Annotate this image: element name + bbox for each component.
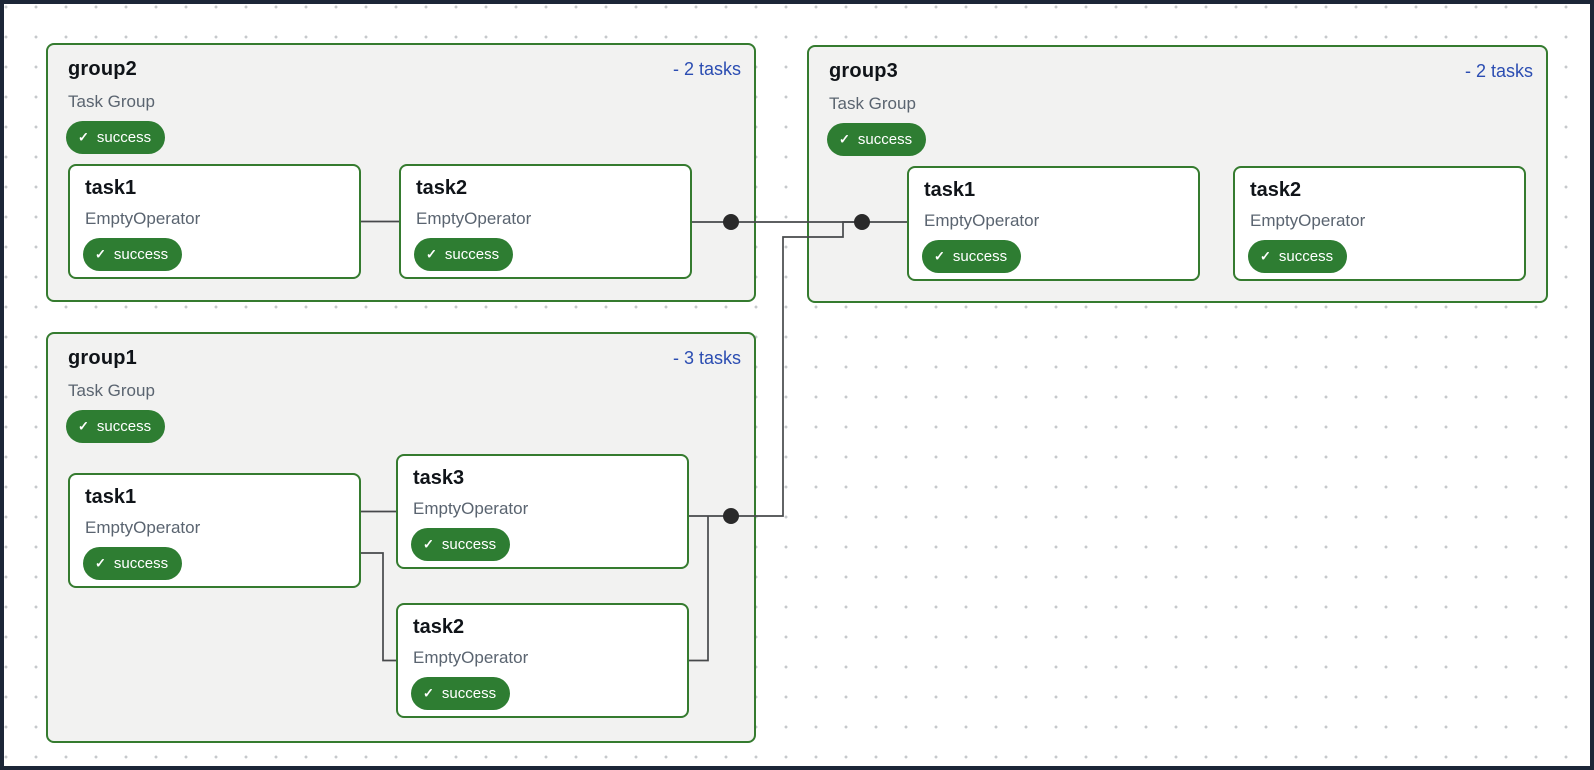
collapse-toggle-group1[interactable]: - 3 tasks	[672, 348, 741, 368]
task-node-group1-task2[interactable]: task2 EmptyOperator ✓ success	[396, 603, 689, 718]
collapse-toggle-group2[interactable]: - 2 tasks	[672, 59, 741, 79]
group-type-label: Task Group	[68, 381, 155, 400]
task-group-group1[interactable]: group1 Task Group ✓ success - 3 tasks ta…	[46, 332, 756, 743]
status-label: success	[96, 129, 152, 146]
collapse-toggle-group3[interactable]: - 2 tasks	[1464, 61, 1533, 81]
task-title: task2	[413, 616, 465, 638]
task-title: task1	[85, 177, 137, 199]
status-label: success	[96, 418, 152, 435]
task-node-group3-task2[interactable]: task2 EmptyOperator ✓ success	[1233, 166, 1526, 281]
group-status-badge: ✓ success	[66, 121, 166, 154]
task-status-badge: ✓ success	[411, 677, 511, 710]
status-label: success	[113, 555, 169, 572]
check-icon: ✓	[426, 246, 437, 262]
group-title: group1	[68, 347, 137, 369]
status-label: success	[441, 685, 497, 702]
task-group-group3[interactable]: group3 Task Group ✓ success - 2 tasks ta…	[807, 45, 1548, 303]
check-icon: ✓	[423, 685, 434, 701]
task-status-badge: ✓ success	[1248, 240, 1348, 273]
group-status-badge: ✓ success	[66, 410, 166, 443]
group-title: group2	[68, 58, 137, 80]
check-icon: ✓	[423, 536, 434, 552]
task-operator-label: EmptyOperator	[1250, 211, 1366, 230]
task-node-group2-task2[interactable]: task2 EmptyOperator ✓ success	[399, 164, 692, 279]
task-node-group1-task3[interactable]: task3 EmptyOperator ✓ success	[396, 454, 689, 569]
task-operator-label: EmptyOperator	[416, 209, 532, 228]
status-label: success	[444, 246, 500, 263]
task-title: task2	[1250, 179, 1302, 201]
status-label: success	[441, 536, 497, 553]
group-type-label: Task Group	[829, 94, 916, 113]
check-icon: ✓	[95, 246, 106, 262]
task-group-group2[interactable]: group2 Task Group ✓ success - 2 tasks ta…	[46, 43, 756, 302]
check-icon: ✓	[95, 555, 106, 571]
task-node-group3-task1[interactable]: task1 EmptyOperator ✓ success	[907, 166, 1200, 281]
check-icon: ✓	[1260, 248, 1271, 264]
task-status-badge: ✓ success	[83, 547, 183, 580]
task-operator-label: EmptyOperator	[85, 518, 201, 537]
task-node-group1-task1[interactable]: task1 EmptyOperator ✓ success	[68, 473, 361, 588]
task-title: task1	[924, 179, 976, 201]
task-title: task2	[416, 177, 468, 199]
task-status-badge: ✓ success	[411, 528, 511, 561]
task-operator-label: EmptyOperator	[85, 209, 201, 228]
task-title: task3	[413, 467, 465, 489]
check-icon: ✓	[78, 129, 89, 145]
group-type-label: Task Group	[68, 92, 155, 111]
group-title: group3	[829, 60, 898, 82]
task-status-badge: ✓ success	[414, 238, 514, 271]
task-title: task1	[85, 486, 137, 508]
check-icon: ✓	[934, 248, 945, 264]
task-status-badge: ✓ success	[922, 240, 1022, 273]
task-node-group2-task1[interactable]: task1 EmptyOperator ✓ success	[68, 164, 361, 279]
task-operator-label: EmptyOperator	[924, 211, 1040, 230]
status-label: success	[952, 248, 1008, 265]
status-label: success	[1278, 248, 1334, 265]
group-status-badge: ✓ success	[827, 123, 927, 156]
status-label: success	[113, 246, 169, 263]
status-label: success	[857, 131, 913, 148]
task-status-badge: ✓ success	[83, 238, 183, 271]
check-icon: ✓	[78, 418, 89, 434]
task-operator-label: EmptyOperator	[413, 499, 529, 518]
task-operator-label: EmptyOperator	[413, 648, 529, 667]
check-icon: ✓	[839, 131, 850, 147]
